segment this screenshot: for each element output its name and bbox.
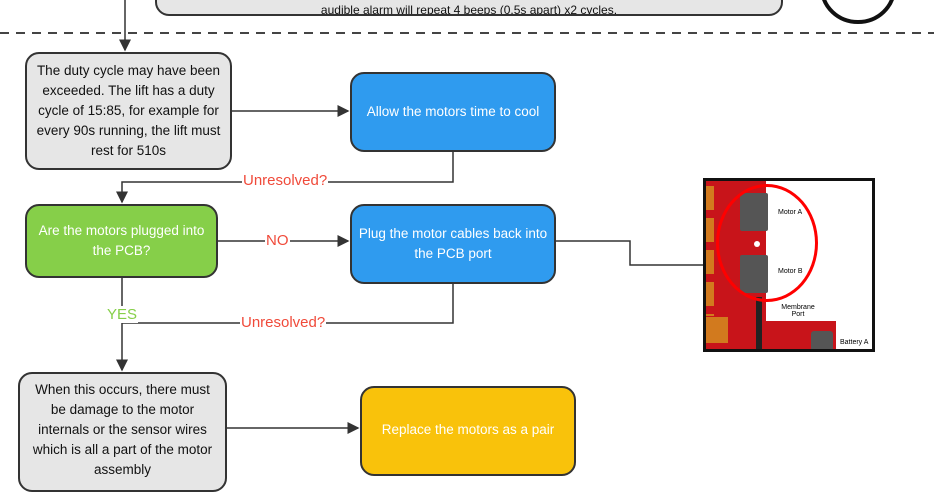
plugged-decision-box: Are the motors plugged into the PCB?	[25, 204, 218, 278]
plug-back-box: Plug the motor cables back into the PCB …	[350, 204, 556, 284]
duty-cycle-box: The duty cycle may have been exceeded. T…	[25, 52, 232, 170]
battery-a-label: Battery A	[840, 339, 869, 346]
no-label: NO	[265, 232, 290, 249]
yes-label: YES	[106, 306, 139, 323]
membrane-port-label: Membrane Port	[781, 304, 815, 318]
motor-a-label: Motor A	[778, 209, 803, 216]
duty-cycle-text: The duty cycle may have been exceeded. T…	[36, 63, 221, 158]
plug-back-text: Plug the motor cables back into the PCB …	[358, 226, 548, 261]
plugged-text: Are the motors plugged into the PCB?	[38, 223, 205, 258]
connectors	[0, 0, 934, 434]
top-box: audible alarm will repeat 4 beeps (0.5s …	[155, 0, 783, 16]
unresolved-label-2: Unresolved?	[240, 314, 327, 331]
cool-text: Allow the motors time to cool	[366, 104, 540, 119]
terminator-circle	[822, 0, 894, 24]
damage-box: When this occurs, there must be damage t…	[18, 372, 227, 492]
replace-box: Replace the motors as a pair	[360, 386, 576, 476]
unresolved-label-1: Unresolved?	[242, 172, 329, 189]
top-box-text: audible alarm will repeat 4 beeps (0.5s …	[320, 3, 618, 16]
pcb-image: Motor A Motor B Membrane Port Battery A	[703, 178, 875, 352]
cool-box: Allow the motors time to cool	[350, 72, 556, 152]
motor-b-label: Motor B	[778, 268, 803, 275]
replace-text: Replace the motors as a pair	[381, 422, 555, 437]
damage-text: When this occurs, there must be damage t…	[32, 382, 213, 477]
